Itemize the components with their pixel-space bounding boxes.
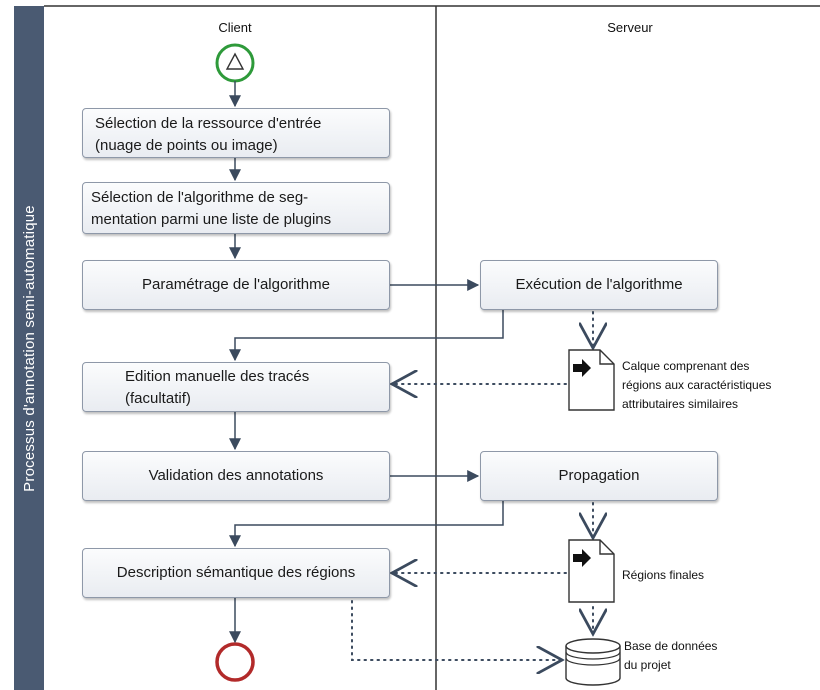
lane-title-client: Client	[218, 20, 252, 35]
database-label-line2: du projet	[624, 658, 671, 672]
lane-title-server: Serveur	[607, 20, 653, 35]
doc1-label: Calque comprenant des régions aux caract…	[622, 357, 771, 414]
task-validation[interactable]: Validation des annotations	[82, 451, 390, 501]
task-description-semantique-label: Description sémantique des régions	[116, 564, 356, 581]
task-edition-manuelle-line2: (facultatif)	[125, 390, 191, 407]
task-execution-algorithme-label: Exécution de l'algorithme	[515, 276, 683, 293]
task-propagation-label: Propagation	[558, 467, 640, 484]
task-parametrage[interactable]: Paramétrage de l'algorithme	[82, 260, 390, 310]
task-parametrage-label: Paramétrage de l'algorithme	[142, 276, 330, 293]
task-validation-label: Validation des annotations	[148, 467, 324, 484]
end-event	[215, 642, 255, 682]
task-select-algorithm[interactable]: Sélection de l'algorithme de seg- mentat…	[82, 182, 390, 234]
database-icon	[565, 638, 621, 686]
pool-sidebar	[14, 6, 44, 690]
doc1-label-line2: régions aux caractéristiques	[622, 378, 772, 392]
task-select-input-line1: Sélection de la ressource d'entrée	[95, 115, 322, 132]
start-event	[215, 43, 255, 83]
task-select-algorithm-line1: Sélection de l'algorithme de seg-	[91, 189, 309, 206]
assoc-s6-to-db	[351, 600, 562, 660]
task-execution-algorithme[interactable]: Exécution de l'algorithme	[480, 260, 718, 310]
database-label: Base de données du projet	[624, 637, 717, 675]
task-propagation[interactable]: Propagation	[480, 451, 718, 501]
doc2-label: Régions finales	[622, 568, 705, 582]
doc1-label-line3: attributaires similaires	[622, 397, 739, 411]
task-edition-manuelle-line1: Edition manuelle des tracés	[125, 368, 310, 385]
database-label-line1: Base de données	[624, 639, 718, 653]
document-icon	[568, 349, 615, 411]
task-edition-manuelle[interactable]: Edition manuelle des tracés (facultatif)	[82, 362, 390, 412]
doc1-label-line1: Calque comprenant des	[622, 359, 750, 373]
task-select-input[interactable]: Sélection de la ressource d'entrée (nuag…	[82, 108, 390, 158]
flow-srv1-to-s4	[229, 309, 504, 362]
task-select-input-line2: (nuage de points ou image)	[95, 137, 278, 154]
document-icon	[568, 539, 615, 603]
start-event-triangle-icon	[225, 52, 245, 70]
task-select-algorithm-line2: mentation parmi une liste de plugins	[91, 211, 332, 228]
task-description-semantique[interactable]: Description sémantique des régions	[82, 548, 390, 598]
flow-srv2-to-s6	[229, 499, 504, 548]
